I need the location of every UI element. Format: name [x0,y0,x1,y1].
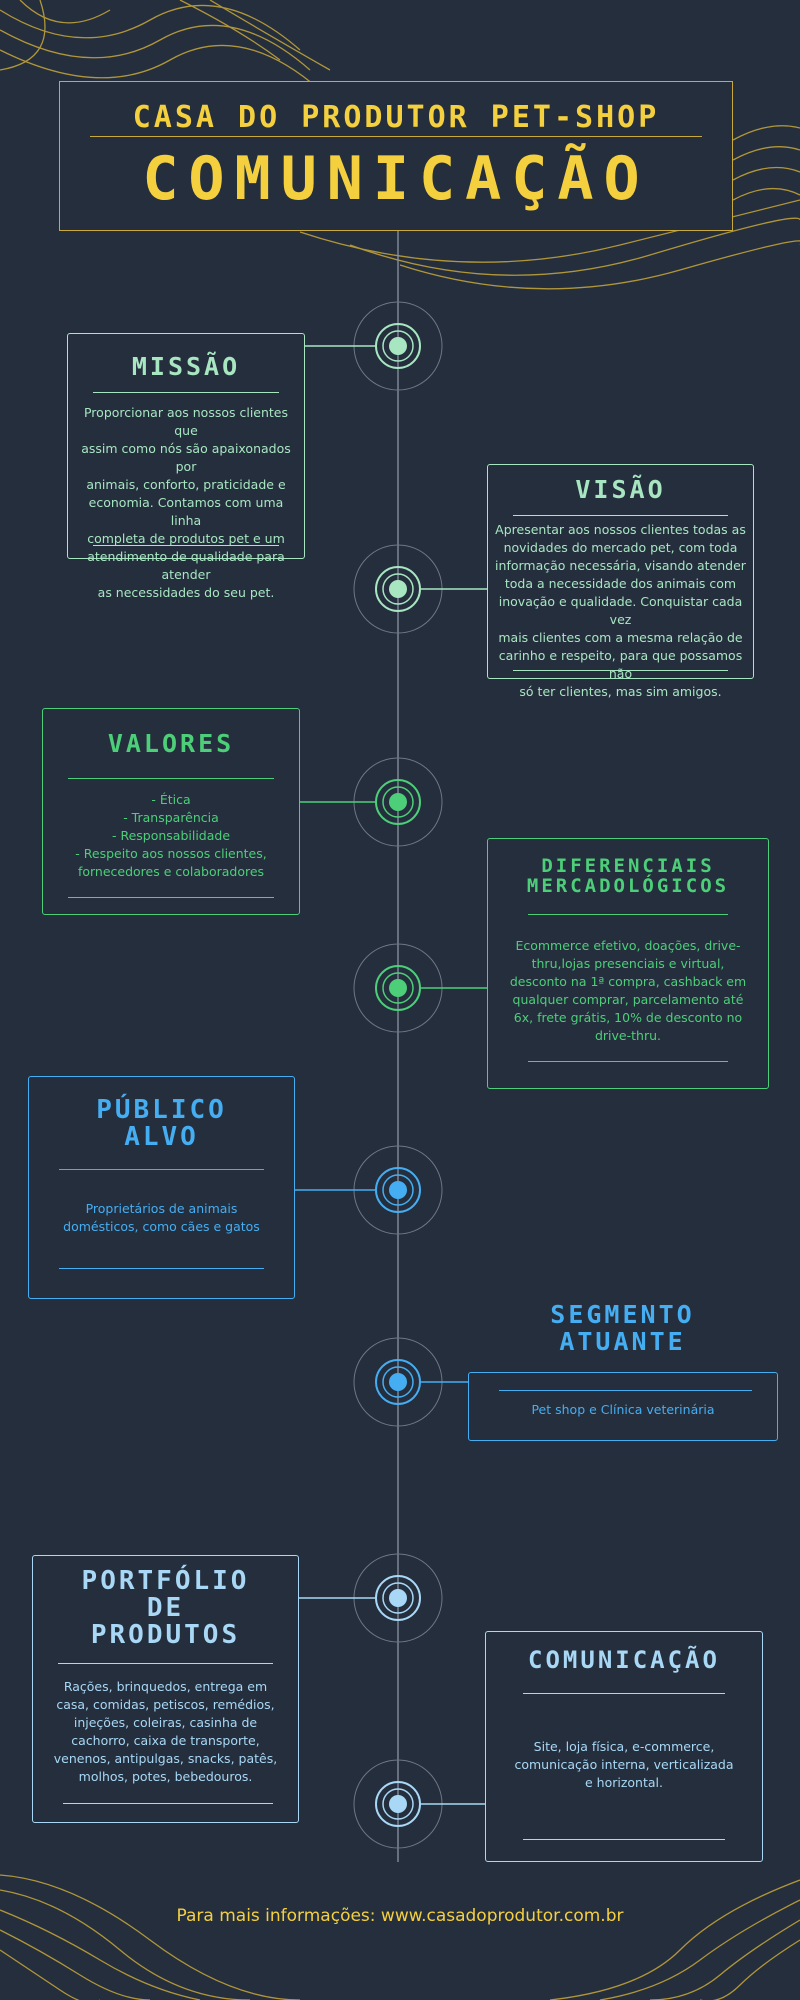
segmento-title-line1: SEGMENTO [550,1300,695,1329]
missao-line: Proporcionar aos nossos clientes que [83,405,289,438]
visao-line: novidades do mercado pet, com toda [503,540,738,555]
missao-line: as necessidades do seu pet. [97,585,275,600]
diferenciais-divider [528,914,728,915]
portfolio-line: casa, comidas, petiscos, remédios, [56,1697,275,1712]
header-subtitle: CASA DO PRODUTOR PET-SHOP [132,100,660,135]
valores-bottom-rule [68,897,274,898]
header-title: COMUNICAÇÃO [142,144,650,214]
node-missao [284,301,443,391]
valores-card: VALORES - Ética - Transparência - Respon… [42,708,300,915]
publico-text: Proprietários de animais domésticos, com… [35,1200,288,1236]
publico-title-line2: ALVO [124,1122,199,1152]
gold-wave-lines-bottom-right [549,1879,800,2000]
gold-wave-lines-top-left [0,0,331,91]
visao-bottom-rule [513,670,728,671]
visao-title: VISÃO [575,475,666,504]
visao-line: Apresentar aos nossos clientes todas as [495,522,746,537]
segmento-title-line2: ATUANTE [559,1327,686,1356]
valores-line: - Responsabilidade [111,828,231,843]
comunicacao-divider [523,1693,725,1694]
diferenciais-title-line2: MERCADOLÓGICOS [526,875,730,897]
portfolio-title-line2: DE [146,1593,185,1623]
visao-line: carinho e respeito, para que possamos nã… [498,648,743,681]
valores-text: - Ética - Transparência - Responsabilida… [49,791,293,881]
visao-card: VISÃO Apresentar aos nossos clientes tod… [487,464,754,699]
diferenciais-line: desconto na 1ª compra, cashback em [509,974,747,989]
missao-line: atendimento de qualidade para atender [87,549,285,582]
missao-text: Proporcionar aos nossos clientes que ass… [74,404,298,602]
comunicacao-line: e horizontal. [585,1775,663,1790]
publico-line: Proprietários de animais [85,1201,238,1216]
visao-line: mais clientes com a mesma relação de [498,630,743,645]
valores-line: fornecedores e colaboradores [77,864,265,879]
missao-line: economia. Contamos com uma linha [88,495,284,528]
valores-divider [68,778,274,779]
visao-line: toda a necessidade dos animais com [504,576,737,591]
segmento-divider [499,1390,752,1391]
missao-line: animais, conforto, praticidade e [86,477,286,492]
comunicacao-title: COMUNICAÇÃO [528,1646,720,1674]
portfolio-line: molhos, potes, bebedouros. [78,1769,253,1784]
valores-title: VALORES [107,729,235,758]
diferenciais-line: thru,lojas presenciais e virtual, [531,956,725,971]
node-diferenciais [353,943,508,1033]
portfolio-card: PORTFÓLIO DE PRODUTOS Rações, brinquedos… [32,1555,299,1823]
comunicacao-card: COMUNICAÇÃO Site, loja física, e-commerc… [485,1631,763,1862]
valores-line: - Respeito aos nossos clientes, [75,846,267,861]
gold-wave-lines-bottom-left [0,1874,301,2000]
portfolio-text: Rações, brinquedos, entrega em casa, com… [39,1678,292,1786]
node-visao [353,544,507,634]
portfolio-line: Rações, brinquedos, entrega em [63,1679,268,1694]
diferenciais-line: drive-thru. [594,1028,661,1043]
comunicacao-line: Site, loja física, e-commerce, [533,1739,715,1754]
diferenciais-line: 6x, frete grátis, 10% de desconto no [513,1010,743,1025]
missao-line: completa de produtos pet e um [87,531,285,546]
missao-card: MISSÃO Proporcionar aos nossos clientes … [67,333,305,600]
publico-title-line1: PÚBLICO [96,1095,227,1125]
visao-line: só ter clientes, mas sim amigos. [519,684,722,699]
valores-line: - Ética [151,792,191,807]
diferenciais-line: qualquer comprar, parcelamento até [512,992,744,1007]
comunicacao-bottom-rule [523,1839,725,1840]
node-valores [276,757,443,847]
diferenciais-title-line1: DIFERENCIAIS [541,855,715,877]
diferenciais-line: Ecommerce efetivo, doações, drive- [515,938,741,953]
diferenciais-card: DIFERENCIAIS MERCADOLÓGICOS Ecommerce ef… [487,838,769,1089]
missao-bottom-rule [93,545,279,546]
visao-line: inovação e qualidade. Conquistar cada ve… [498,594,743,627]
visao-text: Apresentar aos nossos clientes todas as … [492,521,749,701]
publico-card: PÚBLICO ALVO Proprietários de animais do… [28,1076,295,1299]
header-box: CASA DO PRODUTOR PET-SHOP COMUNICAÇÃO [59,81,733,231]
segmento-text: Pet shop e Clínica veterinária [531,1402,715,1417]
portfolio-bottom-rule [63,1803,273,1804]
portfolio-line: cachorro, caixa de transporte, [71,1733,260,1748]
portfolio-title-line1: PORTFÓLIO [81,1566,250,1596]
publico-line: domésticos, como cães e gatos [63,1219,260,1234]
missao-divider [93,392,279,393]
footer-contact-text: Para mais informações: www.casadoproduto… [176,1906,624,1926]
publico-bottom-rule [59,1268,264,1269]
missao-line: assim como nós são apaixonados por [81,441,291,474]
portfolio-line: venenos, antipulgas, snacks, patês, [53,1751,278,1766]
diferenciais-text: Ecommerce efetivo, doações, drive- thru,… [496,937,760,1045]
visao-divider [513,515,728,516]
portfolio-title-line3: PRODUTOS [90,1620,241,1650]
segmento-card: Pet shop e Clínica veterinária [468,1372,778,1441]
visao-line: informação necessária, visando atender [495,558,746,573]
comunicacao-text: Site, loja física, e-commerce, comunicaç… [492,1738,756,1792]
portfolio-divider [58,1663,273,1664]
header-divider [90,136,702,137]
comunicacao-line: comunicação interna, verticalizada [514,1757,734,1772]
missao-title: MISSÃO [131,352,241,381]
valores-line: - Transparência [123,810,219,825]
portfolio-line: injeções, coleiras, casinha de [73,1715,258,1730]
publico-divider [59,1169,264,1170]
diferenciais-bottom-rule [528,1061,728,1062]
